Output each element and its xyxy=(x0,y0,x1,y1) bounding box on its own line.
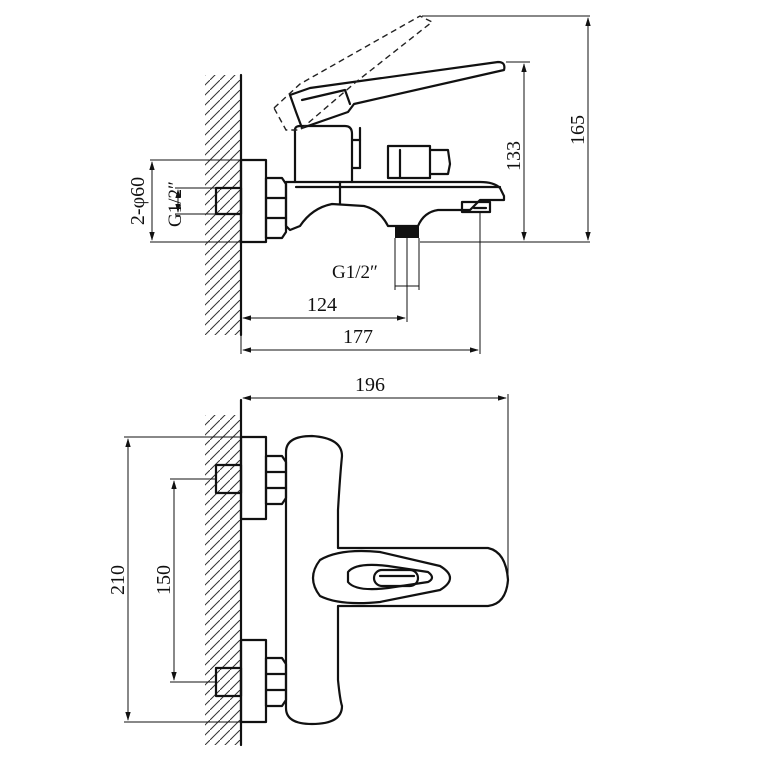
dim-label-124: 124 xyxy=(307,294,337,316)
lever-handle-inner xyxy=(300,88,352,106)
hex-nut-top-lower xyxy=(264,656,288,708)
diverter-knob xyxy=(386,144,432,180)
dim-label-phi60: 2-φ60 xyxy=(127,177,149,225)
wall-hatching-upper xyxy=(205,75,241,335)
lever-handle-top xyxy=(311,549,452,605)
escutcheon-top-upper xyxy=(239,435,268,521)
top-view: 196 210 150 xyxy=(107,374,510,747)
bottom-outlet-thread xyxy=(395,226,419,238)
dim-label-outlet-thread: G1/2″ xyxy=(332,262,378,283)
cartridge-column xyxy=(293,124,354,184)
hex-nut-side xyxy=(264,176,288,240)
dim-label-177: 177 xyxy=(343,326,373,348)
diverter-knob-cap xyxy=(428,148,452,176)
dim-label-inlet-thread: G1/2″ xyxy=(165,181,186,227)
lever-slot xyxy=(372,568,420,588)
escutcheon-top-lower xyxy=(239,638,268,724)
aerator-outlet xyxy=(460,200,492,214)
dim-label-165: 165 xyxy=(567,115,589,145)
side-view: 133 165 2-φ60 G1/2″ G1/2″ 124 177 xyxy=(127,15,591,354)
hex-nut-top-upper xyxy=(264,454,288,506)
dim-label-133: 133 xyxy=(503,141,525,171)
wall-hatching-lower xyxy=(205,415,241,745)
faucet-body-top xyxy=(284,434,510,726)
dim-label-150: 150 xyxy=(153,565,175,595)
lever-handle-top-inner xyxy=(346,563,434,591)
dim-label-210: 210 xyxy=(107,565,129,595)
lever-handle-side xyxy=(288,60,506,130)
lever-handle-raised-dashed xyxy=(273,15,434,131)
dim-label-196: 196 xyxy=(355,374,385,396)
faucet-body-side xyxy=(284,180,506,232)
escutcheon-side xyxy=(239,158,268,244)
